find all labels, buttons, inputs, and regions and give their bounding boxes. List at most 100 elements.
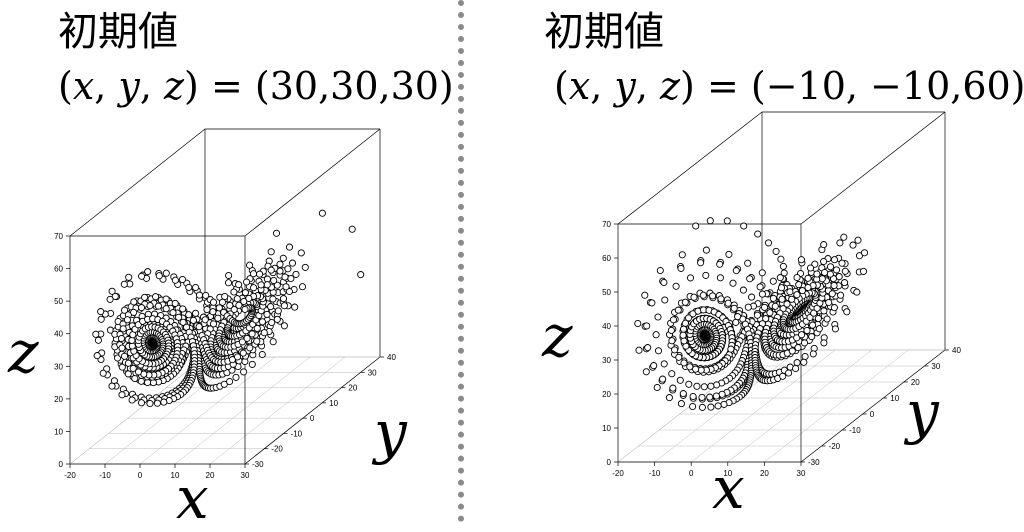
data-point <box>93 352 101 360</box>
data-point <box>739 286 747 294</box>
data-point <box>240 297 248 306</box>
x-tick-label: 20 <box>760 469 769 478</box>
data-point <box>853 288 861 296</box>
z-tick-label: 60 <box>54 265 63 274</box>
data-point <box>287 274 295 283</box>
x-tick-label: -20 <box>612 469 624 478</box>
data-point <box>798 287 806 295</box>
data-point <box>238 338 246 346</box>
data-point <box>771 302 779 310</box>
data-point <box>679 331 687 339</box>
data-point <box>195 323 203 331</box>
data-point <box>235 301 243 309</box>
data-point <box>806 264 815 272</box>
data-point <box>154 302 162 310</box>
data-point <box>706 217 714 225</box>
data-point <box>689 402 697 411</box>
z-tick-label: 10 <box>54 427 63 436</box>
data-point <box>838 259 846 267</box>
data-point <box>843 308 851 316</box>
data-point <box>297 249 305 257</box>
data-point <box>137 399 146 407</box>
data-point <box>744 303 752 311</box>
panel-title: 初期値 <box>58 9 178 55</box>
data-point <box>155 272 163 280</box>
data-point <box>97 315 105 323</box>
data-point <box>292 270 300 278</box>
data-point <box>171 276 179 284</box>
data-point <box>121 306 129 314</box>
floor-grid-line <box>139 356 276 465</box>
data-point <box>699 291 707 299</box>
y-tick-label: -20 <box>829 442 841 451</box>
data-point <box>686 363 694 371</box>
data-point <box>179 318 187 326</box>
data-point <box>714 402 722 410</box>
data-point <box>648 299 656 307</box>
data-point <box>667 326 675 334</box>
data-point <box>860 249 869 257</box>
z-tick-label: 30 <box>602 356 611 365</box>
data-point <box>153 399 161 407</box>
data-point <box>218 298 227 306</box>
data-point <box>119 325 127 333</box>
data-point <box>225 271 233 280</box>
data-point <box>674 306 682 314</box>
data-point <box>692 222 700 230</box>
data-point <box>246 344 254 352</box>
data-point <box>659 375 667 383</box>
data-point <box>686 274 695 282</box>
y-tick-label: 20 <box>911 378 920 387</box>
data-point <box>209 320 218 328</box>
data-point <box>291 303 299 311</box>
z-axis-label: z <box>8 318 39 386</box>
data-point <box>707 403 715 411</box>
data-point <box>274 307 282 315</box>
floor-grid-line <box>764 349 909 463</box>
data-point <box>837 291 845 299</box>
data-point <box>676 376 684 384</box>
data-point <box>221 292 229 301</box>
data-point <box>769 277 777 285</box>
data-point <box>725 250 733 258</box>
data-point <box>233 353 242 361</box>
y-tick-label: 40 <box>952 346 961 355</box>
z-tick-label: 50 <box>54 297 63 306</box>
x-tick-label: 10 <box>171 471 180 480</box>
floor-grid-line <box>727 349 872 463</box>
data-point <box>809 321 817 329</box>
data-point <box>118 391 126 399</box>
y-tick-label: 20 <box>348 384 357 393</box>
data-point <box>235 281 243 289</box>
data-point <box>706 393 714 401</box>
data-point <box>253 337 261 345</box>
box-edge <box>69 128 206 237</box>
panel-divider <box>458 0 464 522</box>
data-point <box>248 360 256 368</box>
data-point <box>257 281 265 289</box>
data-point <box>681 298 689 306</box>
data-point <box>734 313 742 321</box>
data-point <box>214 314 222 322</box>
data-point <box>707 382 715 390</box>
data-point <box>162 295 170 303</box>
box-edge <box>244 128 381 237</box>
data-point <box>118 344 126 352</box>
box-edge <box>800 349 946 463</box>
initial-condition-label: (𝑥, 𝑦, 𝑧) = (30,30,30) <box>58 64 454 108</box>
data-point <box>269 295 277 303</box>
data-point <box>783 300 791 308</box>
data-point <box>144 378 152 387</box>
data-point <box>144 268 152 276</box>
y-tick-label: 30 <box>931 362 940 371</box>
data-point <box>680 359 688 367</box>
data-point <box>785 369 793 377</box>
data-point <box>820 307 828 315</box>
data-point <box>230 288 238 296</box>
data-point <box>273 315 281 323</box>
data-point <box>815 325 823 333</box>
data-point <box>146 302 154 310</box>
data-point <box>230 305 238 314</box>
y-tick-label: -30 <box>252 460 264 469</box>
